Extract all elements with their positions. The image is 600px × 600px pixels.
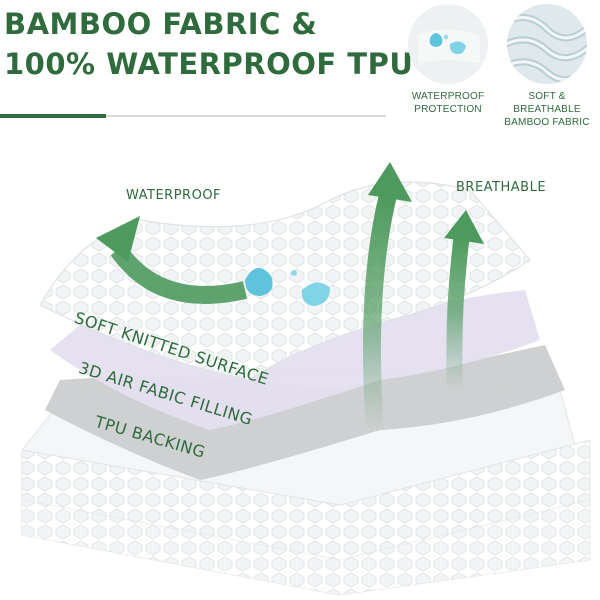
headline-line-1: BAMBOO FABRIC & <box>4 7 318 41</box>
divider-accent <box>0 114 106 118</box>
breathable-arrow-icon-2 <box>444 210 484 391</box>
feature-bamboo-line-1: SOFT & BREATHABLE <box>513 91 581 115</box>
bamboo-fiber-icon <box>507 4 587 84</box>
feature-waterproof-caption: WATERPROOF PROTECTION <box>398 90 498 116</box>
feature-bamboo-caption: SOFT & BREATHABLE BAMBOO FABRIC <box>497 90 597 129</box>
mattress-layers-illustration <box>21 162 591 596</box>
knitted-surface-layer <box>39 181 531 381</box>
feature-waterproof: WATERPROOF PROTECTION <box>398 0 498 116</box>
breathable-label: BREATHABLE <box>456 180 547 195</box>
feature-bamboo-line-2: BAMBOO FABRIC <box>504 117 590 128</box>
waterproof-label: WATERPROOF <box>126 188 222 203</box>
headline: BAMBOO FABRIC & 100% WATERPROOF TPU <box>4 4 414 84</box>
breathable-arrow-icon-1 <box>362 162 412 431</box>
waterproof-arrow-icon <box>96 216 248 304</box>
divider-rule <box>0 114 386 118</box>
headline-line-2: 100% WATERPROOF TPU <box>4 47 414 81</box>
feature-waterproof-line-2: PROTECTION <box>414 104 482 115</box>
layer-diagram: WATERPROOF BREATHABLE SOFT KNITTED SURFA… <box>0 140 600 600</box>
water-drops-icon <box>408 4 488 84</box>
water-drops-icon <box>245 267 330 306</box>
feature-bamboo: SOFT & BREATHABLE BAMBOO FABRIC <box>497 0 597 129</box>
feature-waterproof-line-1: WATERPROOF <box>411 91 485 102</box>
